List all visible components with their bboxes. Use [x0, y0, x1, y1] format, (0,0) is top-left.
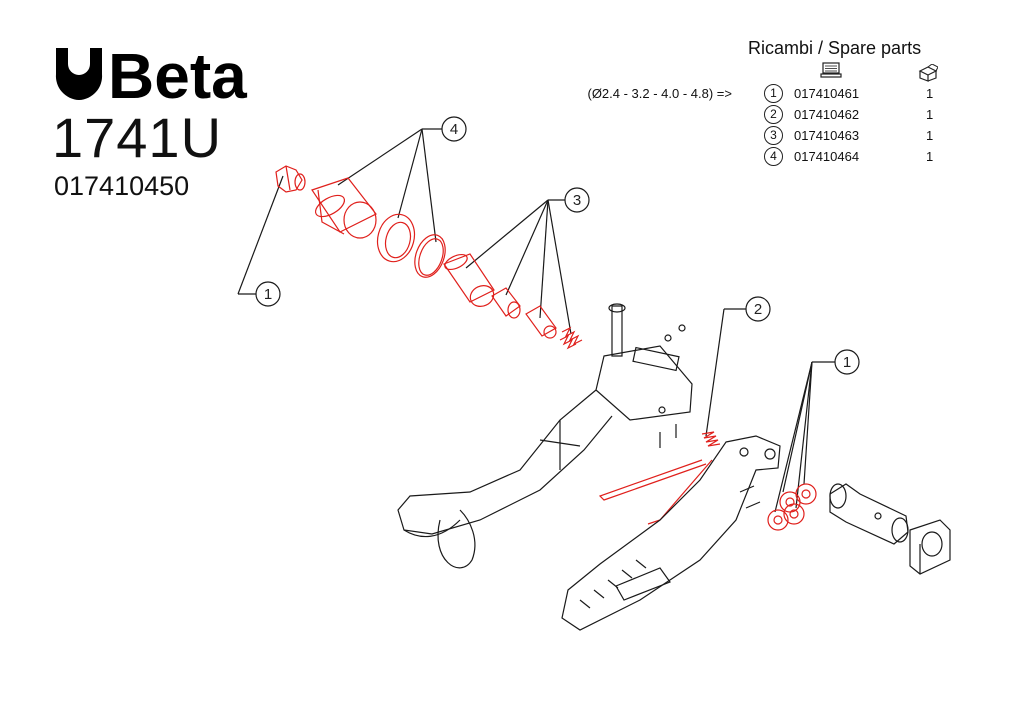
article-code: 017410450	[54, 171, 190, 201]
spare-part-row: 4 017410464 1	[590, 147, 950, 167]
part-qty: 1	[926, 128, 934, 143]
jaw-part	[491, 287, 521, 319]
spring-part	[559, 326, 583, 350]
callout-1-left: 1	[237, 175, 284, 307]
diameter-range: (Ø2.4 - 3.2 - 4.0 - 4.8) =>	[587, 86, 732, 101]
part-code: 017410461	[794, 86, 860, 101]
lower-handle	[561, 435, 781, 631]
callout-label: 1	[843, 354, 851, 371]
part-qty: 1	[926, 86, 934, 101]
head-block-part	[909, 519, 951, 575]
spare-part-row: 3 017410463 1	[590, 126, 950, 146]
box-icon	[918, 64, 938, 82]
part-number-circle: 3	[764, 126, 783, 145]
part-number-circle: 1	[764, 84, 783, 103]
jaw-housing-part	[443, 253, 495, 307]
part-number-circle: 2	[764, 105, 783, 124]
spare-part-row: 2 017410462 1	[590, 105, 950, 125]
part-code: 017410462	[794, 107, 860, 122]
callout-2: 2	[705, 296, 771, 437]
part-qty: 1	[926, 149, 934, 164]
part-code: 017410464	[794, 149, 860, 164]
nosepiece-set	[767, 483, 817, 531]
computer-icon	[820, 62, 842, 78]
upper-handle	[397, 303, 693, 569]
spare-parts-title: Ricambi / Spare parts	[748, 38, 922, 58]
o-ring-large	[376, 213, 416, 263]
spare-part-row: (Ø2.4 - 3.2 - 4.0 - 4.8) => 1 017410461 …	[587, 84, 950, 104]
brand-name: Beta	[108, 44, 247, 104]
callout-1-right: 1	[774, 349, 860, 513]
callout-4: 4	[337, 116, 467, 243]
adapter-part	[829, 483, 909, 545]
pusher-part	[525, 305, 557, 339]
part-qty: 1	[926, 107, 934, 122]
sleeve-part	[311, 177, 377, 239]
model-number: 1741U	[52, 106, 223, 169]
beta-logo: Beta	[55, 44, 247, 104]
part-number-circle: 4	[764, 147, 783, 166]
callout-label: 1	[264, 286, 272, 303]
nosepiece-part	[275, 165, 306, 193]
callout-label: 4	[450, 121, 458, 138]
o-ring-thin	[414, 234, 446, 278]
part-code: 017410463	[794, 128, 860, 143]
callout-label: 3	[573, 192, 581, 209]
callout-label: 2	[754, 301, 762, 318]
callout-3: 3	[465, 187, 590, 335]
spare-parts-table: (Ø2.4 - 3.2 - 4.0 - 4.8) => 1 017410461 …	[587, 62, 950, 172]
